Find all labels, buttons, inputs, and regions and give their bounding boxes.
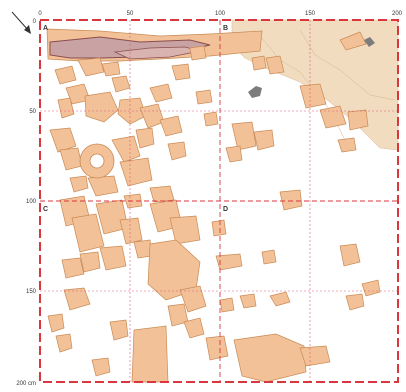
pottery-sherd <box>251 55 267 71</box>
pottery-sherd <box>179 285 207 313</box>
top-scale-label: 100 <box>215 11 226 17</box>
pottery-sherd <box>87 175 119 197</box>
pottery-sherd <box>239 293 257 309</box>
section-label-c: C <box>43 206 48 213</box>
pottery-sherd <box>99 245 127 271</box>
pottery-sherd <box>269 291 291 307</box>
pottery-sherd <box>167 141 187 161</box>
pottery-sherd <box>77 57 105 77</box>
pottery-sherd <box>195 89 213 105</box>
pottery-sherd <box>261 249 277 265</box>
pottery-sherd <box>337 137 357 153</box>
bedrock-crack <box>299 29 396 101</box>
pottery-sherd <box>219 297 235 313</box>
pottery-sherd <box>189 45 207 61</box>
left-scale-label: 0 <box>33 19 37 25</box>
pottery-sherd <box>347 109 369 131</box>
pottery-sherd <box>79 251 101 273</box>
top-scale-label: 150 <box>305 11 316 17</box>
pottery-sherd <box>203 111 219 127</box>
pottery-sherd <box>233 333 307 383</box>
pottery-sherd <box>225 145 243 163</box>
pottery-sherd <box>101 61 121 77</box>
pottery-sherd <box>71 213 105 253</box>
grid-major <box>40 20 398 382</box>
pottery-sherd <box>319 105 347 129</box>
pottery-sherd <box>169 215 201 245</box>
pottery-sherd <box>183 317 205 339</box>
pottery-sherd <box>299 83 327 109</box>
pottery-sherd <box>345 293 365 311</box>
pottery-sherd <box>135 127 155 149</box>
pottery-sherd <box>69 175 89 193</box>
gray-stone <box>364 37 375 47</box>
pottery-sherd <box>61 257 85 279</box>
pottery-sherd <box>139 103 165 129</box>
frame <box>39 19 399 383</box>
pottery-sherd <box>205 335 229 361</box>
bottom-left-label: 200 cm <box>16 381 36 387</box>
pottery-sherd <box>265 55 285 75</box>
pottery-sherd <box>231 121 257 151</box>
pottery-sherd <box>111 135 141 163</box>
top-scale-label: 50 <box>127 11 134 17</box>
pottery-sherd <box>299 345 331 367</box>
pottery-sherd <box>339 31 367 51</box>
pottery-sherd <box>171 63 191 81</box>
section-label-d: D <box>223 206 228 213</box>
pottery-sherd <box>253 129 275 151</box>
pottery-sherd <box>119 157 153 187</box>
pottery-sherd <box>211 219 227 237</box>
pottery-sherd <box>55 333 73 353</box>
pottery-sherd <box>63 287 91 311</box>
pottery-sherd <box>159 115 183 137</box>
pottery-sherd <box>361 279 381 297</box>
pottery-sherd <box>131 325 169 383</box>
pottery-sherd <box>57 97 75 119</box>
sherd-layer <box>47 31 381 383</box>
pottery-sherd <box>279 189 303 211</box>
pottery-sherd <box>54 65 77 85</box>
pottery-sherd <box>339 243 361 267</box>
pottery-sherd <box>47 313 65 333</box>
pottery-sherd <box>111 75 131 93</box>
top-scale-label: 0 <box>38 11 42 17</box>
pottery-sherd <box>59 147 83 171</box>
gray-stone <box>248 86 262 98</box>
left-scale-label: 150 <box>26 289 37 295</box>
section-label-a: A <box>43 25 48 32</box>
ring-sherd <box>79 143 115 179</box>
section-label-b: B <box>223 25 228 32</box>
north-arrow-icon <box>11 11 31 34</box>
pottery-sherd <box>215 253 243 271</box>
pottery-sherd <box>91 357 111 377</box>
left-scale-label: 100 <box>26 199 37 205</box>
pottery-sherd <box>119 217 143 245</box>
top-scale-label: 200 <box>392 11 403 17</box>
pottery-sherd <box>149 185 175 203</box>
left-scale-label: 50 <box>29 109 36 115</box>
pottery-sherd <box>109 319 129 341</box>
pottery-sherd <box>149 83 173 103</box>
pottery-sherd <box>49 127 77 153</box>
pottery-sherd <box>84 91 119 123</box>
